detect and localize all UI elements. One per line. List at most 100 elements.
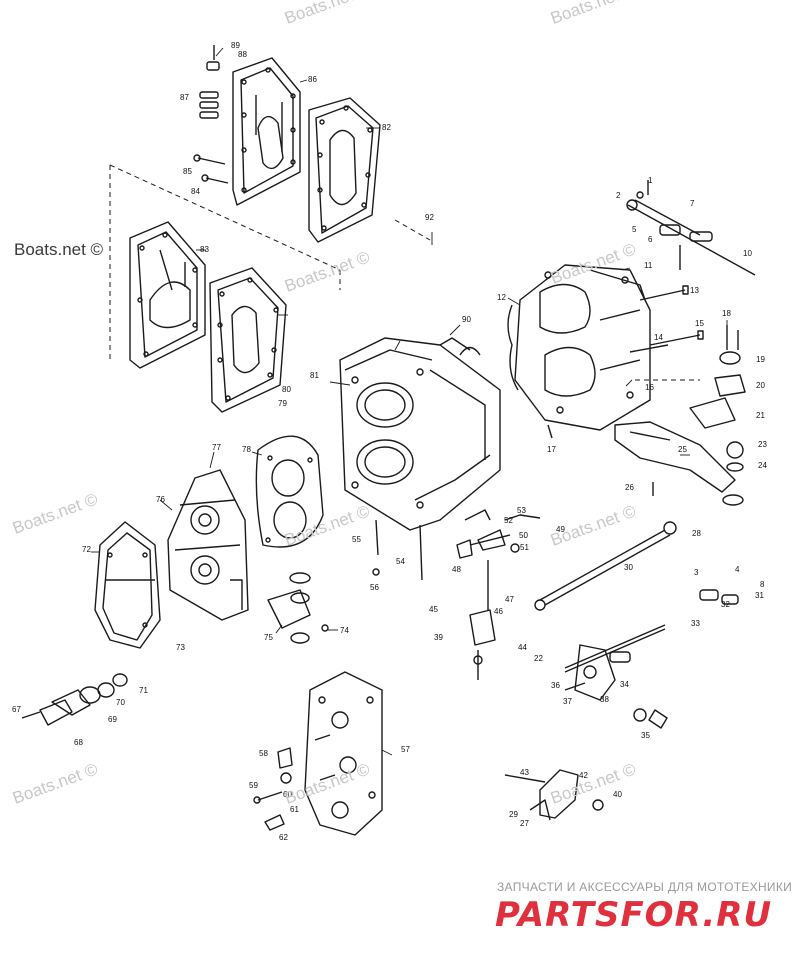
exhaust-cover-86 <box>232 57 301 206</box>
callout-3: 3 <box>694 568 699 577</box>
callout-88: 88 <box>238 50 247 59</box>
callout-35: 35 <box>641 731 650 740</box>
gasket-78 <box>255 435 324 548</box>
throttle-rods <box>534 521 739 673</box>
callout-36: 36 <box>551 681 560 690</box>
exhaust-cover-83 <box>129 221 206 369</box>
callout-22: 22 <box>534 654 543 663</box>
callout-85: 85 <box>183 167 192 176</box>
callout-28: 28 <box>692 529 701 538</box>
callout-7: 7 <box>690 199 695 208</box>
callout-21: 21 <box>756 411 765 420</box>
cover-72 <box>94 521 161 649</box>
callout-78: 78 <box>242 445 251 454</box>
callout-19: 19 <box>756 355 765 364</box>
callout-23: 23 <box>758 440 767 449</box>
callout-2: 2 <box>616 191 621 200</box>
callout-11: 11 <box>644 261 653 270</box>
callout-37: 37 <box>563 697 572 706</box>
callout-62: 62 <box>279 833 288 842</box>
callout-47: 47 <box>505 595 514 604</box>
callout-40: 40 <box>613 790 622 799</box>
callout-73: 73 <box>176 643 185 652</box>
callout-45: 45 <box>429 605 438 614</box>
callout-71: 71 <box>139 686 148 695</box>
callout-49: 49 <box>556 525 565 534</box>
callout-60: 60 <box>283 790 292 799</box>
callout-39: 39 <box>434 633 443 642</box>
callout-30: 30 <box>624 563 633 572</box>
callout-6: 6 <box>648 235 653 244</box>
leader-lines <box>91 47 728 756</box>
callout-16: 16 <box>645 383 654 392</box>
throttle-cam-assembly <box>564 644 668 729</box>
callout-74: 74 <box>340 626 349 635</box>
callout-90: 90 <box>462 315 471 324</box>
callout-55: 55 <box>352 535 361 544</box>
callout-68: 68 <box>74 738 83 747</box>
callout-27: 27 <box>520 819 529 828</box>
thermostat-housing <box>21 673 128 726</box>
callout-53: 53 <box>517 506 526 515</box>
callout-72: 72 <box>82 545 91 554</box>
callout-18: 18 <box>722 309 731 318</box>
callout-51: 51 <box>520 543 529 552</box>
brand-subtitle: ЗАПЧАСТИ И АКСЕССУАРЫ ДЛЯ МОТОТЕХНИКИ <box>497 880 793 894</box>
callout-15: 15 <box>695 319 704 328</box>
choke-lever-assembly <box>504 769 604 821</box>
callout-75: 75 <box>264 633 273 642</box>
callout-5: 5 <box>632 225 637 234</box>
callout-89: 89 <box>231 41 240 50</box>
callout-46: 46 <box>494 607 503 616</box>
brand-logo: PARTSFOR.RU <box>495 895 773 935</box>
callout-92: 92 <box>425 213 434 222</box>
assembly-guide-lines <box>109 164 700 381</box>
callout-1: 1 <box>648 176 653 185</box>
callout-54: 54 <box>396 557 405 566</box>
sensor-parts-58-62 <box>253 747 293 831</box>
callout-80: 80 <box>282 385 291 394</box>
bracket-assembly-18-26 <box>614 325 746 506</box>
callout-69: 69 <box>108 715 117 724</box>
callout-82: 82 <box>382 123 391 132</box>
callout-42: 42 <box>579 771 588 780</box>
callout-31: 31 <box>755 591 764 600</box>
throttle-linkage-upper <box>626 180 756 276</box>
callout-34: 34 <box>620 680 629 689</box>
callout-52: 52 <box>504 516 513 525</box>
callout-81: 81 <box>310 371 319 380</box>
watermark-boats-net: Boats.net © <box>14 240 104 259</box>
intake-cover-76 <box>167 469 249 621</box>
callout-61: 61 <box>290 805 299 814</box>
callout-58: 58 <box>259 749 268 758</box>
bolts-54-55-56 <box>372 519 423 581</box>
callout-38: 38 <box>600 695 609 704</box>
callout-43: 43 <box>520 768 529 777</box>
callout-57: 57 <box>401 745 410 754</box>
exhaust-cover-82-lower <box>209 267 287 413</box>
callout-8: 8 <box>760 580 765 589</box>
callout-56: 56 <box>370 583 379 592</box>
callout-24: 24 <box>758 461 767 470</box>
crankcase-12 <box>507 264 651 431</box>
bracket-75 <box>267 572 329 644</box>
callout-14: 14 <box>654 333 663 342</box>
cylinder-head-57 <box>304 671 383 836</box>
callout-26: 26 <box>625 483 634 492</box>
callout-77: 77 <box>212 443 221 452</box>
callout-32: 32 <box>721 600 730 609</box>
callout-44: 44 <box>518 643 527 652</box>
callout-79: 79 <box>278 399 287 408</box>
cylinder-block-11 <box>339 337 501 531</box>
callout-83: 83 <box>200 245 209 254</box>
callout-50: 50 <box>519 531 528 540</box>
callout-67: 67 <box>12 705 21 714</box>
callout-12: 12 <box>497 293 506 302</box>
parts-87-88-89 <box>199 45 220 119</box>
callout-29: 29 <box>509 810 518 819</box>
exhaust-cover-82-upper <box>308 97 381 243</box>
bolts-84-85 <box>193 154 229 184</box>
